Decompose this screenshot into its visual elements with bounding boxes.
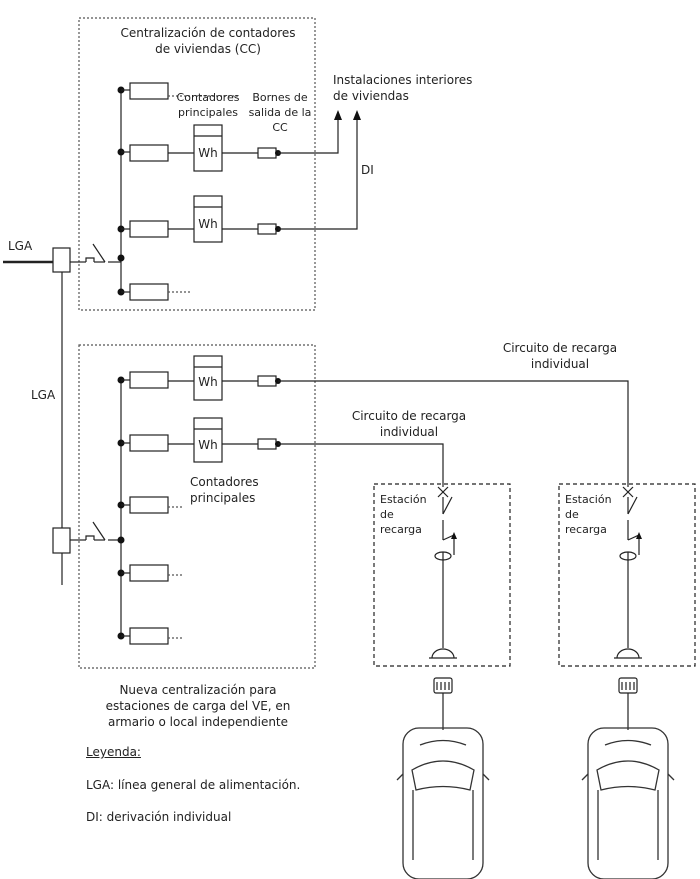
meter-ve-2 bbox=[193, 417, 223, 463]
estacion-1-line-2: de bbox=[380, 508, 394, 521]
fuse-ve-1 bbox=[129, 371, 169, 389]
estacion-2-label: Estación de recarga bbox=[565, 492, 612, 537]
fuse-cc-3 bbox=[129, 220, 169, 238]
meter-cc-1-label: Wh bbox=[198, 146, 218, 160]
ve-box bbox=[78, 344, 316, 669]
estacion-2-line-3: recarga bbox=[565, 523, 607, 536]
estacion-2-line-1: Estación bbox=[565, 493, 612, 506]
main-switch-bottom bbox=[70, 521, 121, 541]
connector-1 bbox=[433, 677, 453, 730]
terminal-cc-1 bbox=[257, 147, 277, 159]
meter-cc-1 bbox=[193, 124, 223, 172]
nueva-line-2: estaciones de carga del VE, en bbox=[105, 699, 291, 713]
di-label: DI bbox=[361, 163, 374, 177]
circuito-right-label: Circuito de recarga individual bbox=[480, 340, 640, 372]
interiores-line-1: Instalaciones interiores bbox=[333, 73, 473, 87]
contadores-bottom-line-1: Contadores bbox=[190, 475, 259, 489]
estacion-2-line-2: de bbox=[565, 508, 579, 521]
terminal-ve-1 bbox=[257, 375, 277, 387]
terminal-cc-2 bbox=[257, 223, 277, 235]
station-2-internals bbox=[614, 486, 642, 659]
nueva-line-1: Nueva centralización para bbox=[119, 683, 277, 697]
charging-circuit-mid bbox=[278, 443, 444, 487]
meter-cc-2-label: Wh bbox=[198, 217, 218, 231]
cc-title: Centralización de contadores de vivienda… bbox=[113, 25, 303, 57]
nueva-line-3: armario o local independiente bbox=[107, 715, 289, 729]
circuito-right-line-1: Circuito de recarga bbox=[502, 341, 618, 355]
connector-2 bbox=[618, 677, 638, 730]
fuse-ve-2 bbox=[129, 434, 169, 452]
contadores-principales-bottom: Contadores principales bbox=[190, 474, 259, 506]
fuse-cc-2 bbox=[129, 144, 169, 162]
fuse-ve-3 bbox=[129, 496, 169, 514]
contadores-top-line-2: principales bbox=[178, 106, 238, 119]
di-route-2 bbox=[278, 118, 358, 230]
contadores-principales-top: Contadores principales bbox=[172, 90, 244, 120]
estacion-1-label: Estación de recarga bbox=[380, 492, 427, 537]
bornes-line-1: Bornes de bbox=[252, 91, 308, 104]
interiores-label: Instalaciones interiores de viviendas bbox=[333, 72, 472, 104]
di-route-1 bbox=[278, 118, 339, 154]
estacion-1-line-1: Estación bbox=[380, 493, 427, 506]
meter-ve-1 bbox=[193, 355, 223, 401]
contadores-bottom-line-2: principales bbox=[190, 491, 256, 505]
legend-item-di: DI: derivación individual bbox=[86, 810, 232, 824]
station-1-internals bbox=[429, 486, 457, 659]
legend-title: Leyenda: bbox=[86, 745, 141, 759]
car-1 bbox=[396, 727, 490, 879]
contadores-top-line-1: Contadores bbox=[176, 91, 240, 104]
circuito-right-line-2: individual bbox=[530, 357, 590, 371]
bornes-line-3: CC bbox=[272, 121, 288, 134]
station-box-2 bbox=[558, 483, 696, 667]
station-box-1 bbox=[373, 483, 511, 667]
fuse-cc-1 bbox=[129, 82, 169, 100]
lga-box-top bbox=[52, 247, 71, 273]
lga-label-mid: LGA bbox=[31, 388, 56, 402]
cc-box bbox=[78, 17, 316, 311]
charging-circuit-right bbox=[278, 380, 629, 487]
circuito-mid-label: Circuito de recarga individual bbox=[334, 408, 484, 440]
interiores-line-2: de viviendas bbox=[333, 89, 409, 103]
legend-item-lga: LGA: línea general de alimentación. bbox=[86, 778, 301, 792]
fuse-cc-4 bbox=[129, 283, 169, 301]
main-switch-top bbox=[70, 243, 121, 263]
circuito-mid-line-1: Circuito de recarga bbox=[351, 409, 467, 423]
nueva-centralizacion-label: Nueva centralización para estaciones de … bbox=[92, 682, 304, 730]
lga-label-top: LGA bbox=[8, 239, 33, 253]
meter-cc-2 bbox=[193, 195, 223, 243]
estacion-1-line-3: recarga bbox=[380, 523, 422, 536]
meter-ve-1-label: Wh bbox=[198, 375, 218, 389]
car-2 bbox=[581, 727, 675, 879]
cc-title-line-1: Centralización de contadores bbox=[120, 26, 296, 40]
cc-title-line-2: de viviendas (CC) bbox=[155, 42, 261, 56]
lga-box-bottom bbox=[52, 527, 71, 554]
circuito-mid-line-2: individual bbox=[379, 425, 439, 439]
meter-ve-2-label: Wh bbox=[198, 438, 218, 452]
fuse-ve-5 bbox=[129, 627, 169, 645]
bornes-line-2: salida de la bbox=[248, 106, 312, 119]
bornes-label: Bornes de salida de la CC bbox=[248, 90, 312, 135]
fuse-ve-4 bbox=[129, 564, 169, 582]
terminal-ve-2 bbox=[257, 438, 277, 450]
